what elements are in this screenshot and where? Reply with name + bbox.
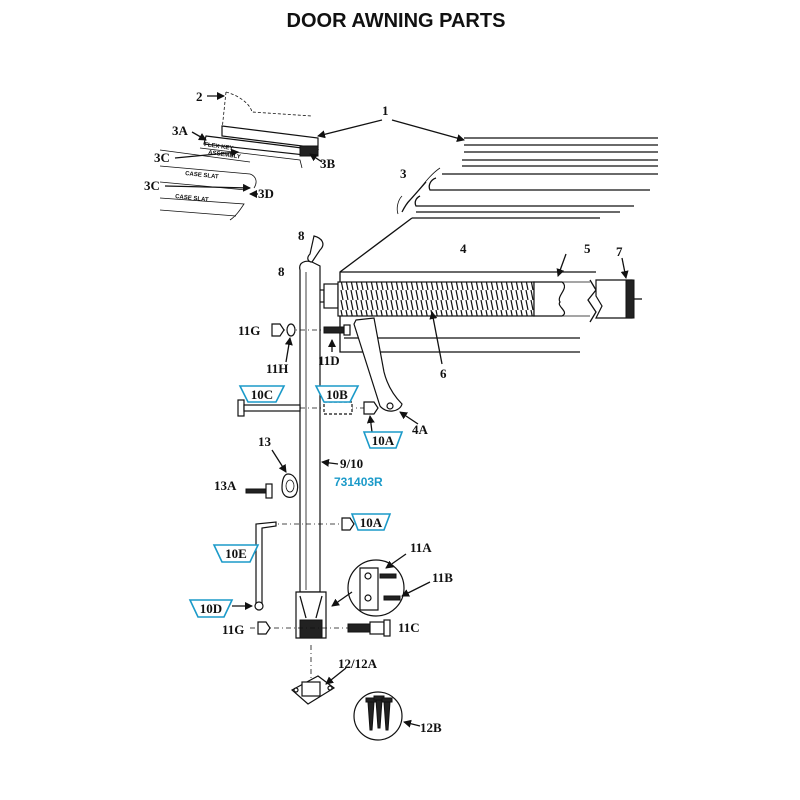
awning-rail-detail: FLEX KEY ASSEMBLY CASE SLAT CASE SLAT	[159, 91, 320, 221]
bushing-10b	[323, 401, 353, 415]
highlight-box-10e	[212, 544, 260, 563]
nut-11g-top	[271, 323, 285, 337]
label-8-top: 8	[298, 228, 305, 243]
label-11h: 11H	[266, 361, 288, 376]
case-slat-label-2: CASE SLAT	[175, 194, 209, 204]
flex-key-label-line1: FLEX KEY	[204, 142, 234, 152]
nut-10a-top	[363, 401, 379, 415]
bolt-11c	[347, 619, 391, 637]
nut-11g-bottom	[257, 621, 271, 635]
label-10d: 10D	[200, 601, 222, 616]
inset-11a-11b	[347, 559, 405, 617]
washer-11h	[286, 323, 296, 337]
rod-10e-10d	[255, 521, 277, 605]
label-11b: 11B	[432, 570, 453, 585]
highlight-box-10c	[238, 385, 286, 403]
label-4a: 4A	[412, 422, 429, 437]
label-7: 7	[616, 244, 623, 259]
label-10a-top: 10A	[372, 433, 395, 448]
label-4: 4	[460, 241, 467, 256]
label-3c-second: 3C	[144, 178, 160, 193]
label-10c: 10C	[251, 387, 273, 402]
label-3c-first: 3C	[154, 150, 170, 165]
label-6: 6	[440, 366, 447, 381]
label-9-10: 9/10	[340, 456, 363, 471]
label-1: 1	[382, 103, 389, 118]
label-8-mid: 8	[278, 264, 285, 279]
leader-lines	[164, 92, 629, 728]
label-13: 13	[258, 434, 272, 449]
bolt-11d	[323, 326, 345, 334]
highlight-box-10b	[314, 385, 360, 403]
highlight-box-10a-mid	[350, 513, 392, 531]
base-plate-12	[290, 675, 336, 705]
label-11d: 11D	[318, 353, 340, 368]
diagram-title: DOOR AWNING PARTS	[287, 10, 506, 32]
label-3b: 3B	[320, 156, 336, 171]
rivet-13a	[245, 483, 273, 499]
label-2: 2	[196, 89, 203, 104]
label-10e: 10E	[225, 546, 247, 561]
nut-10a-mid	[341, 517, 355, 531]
label-3a: 3A	[172, 123, 189, 138]
label-13a: 13A	[214, 478, 237, 493]
label-12-12a: 12/12A	[338, 656, 378, 671]
label-10a-mid: 10A	[360, 515, 383, 530]
highlight-box-10d	[188, 599, 234, 618]
label-10b: 10B	[326, 387, 348, 402]
label-11g-top: 11G	[238, 323, 260, 338]
label-3: 3	[400, 166, 407, 181]
pin-13	[281, 473, 299, 498]
part-number: 731403R	[334, 475, 383, 489]
label-5: 5	[584, 241, 591, 256]
vertical-leg	[295, 235, 327, 639]
arm-bracket	[353, 317, 403, 412]
inset-12b	[353, 691, 403, 741]
case-slat-label-1: CASE SLAT	[185, 171, 219, 181]
label-12b: 12B	[420, 720, 442, 735]
bolt-10c	[237, 399, 301, 417]
awning-case	[311, 137, 658, 353]
label-11g-bottom: 11G	[222, 622, 244, 637]
label-3d: 3D	[258, 186, 274, 201]
flex-key-label-line2: ASSEMBLY	[208, 150, 241, 161]
highlight-box-10a-top	[362, 431, 404, 449]
label-11c: 11C	[398, 620, 420, 635]
label-11a: 11A	[410, 540, 432, 555]
